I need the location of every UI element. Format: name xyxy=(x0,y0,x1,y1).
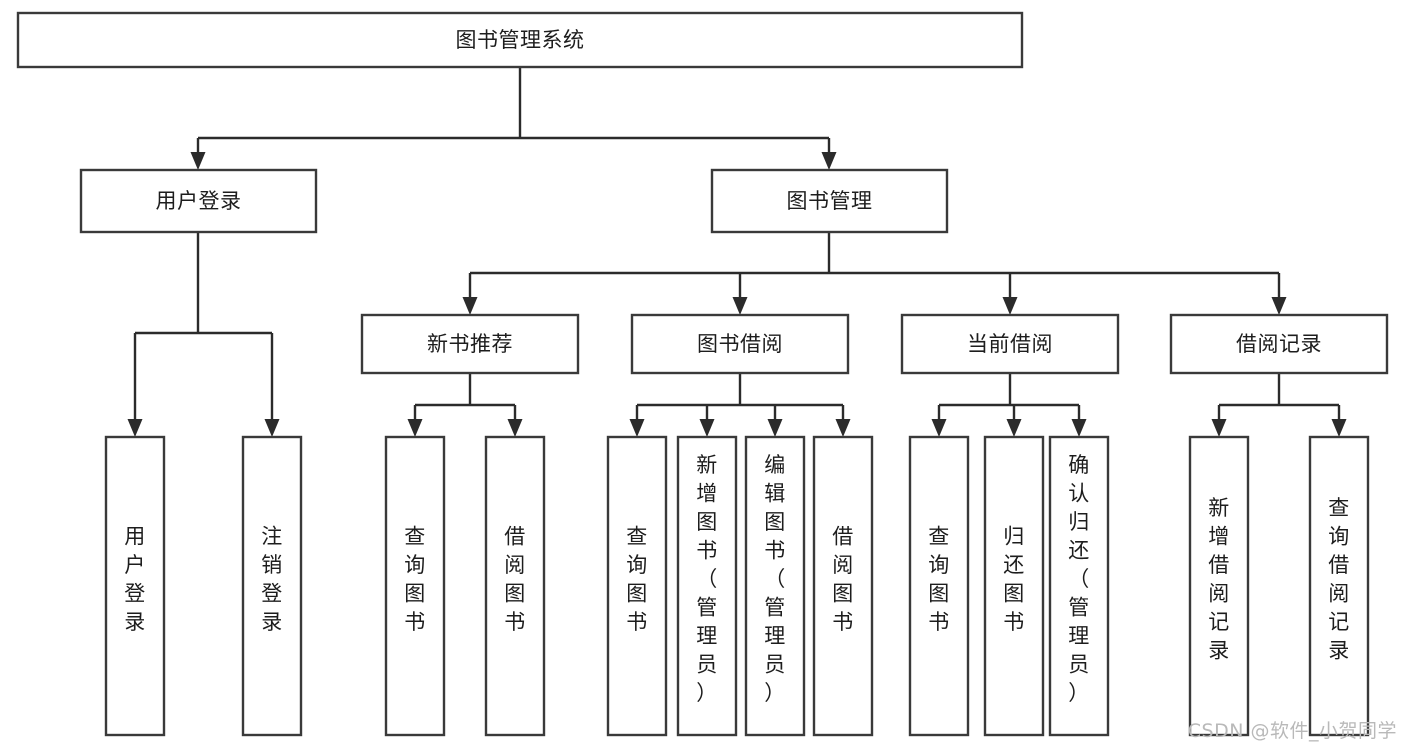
node-label: 图书管理系统 xyxy=(456,28,585,52)
arrow-head-icon xyxy=(190,152,206,170)
arrow-head-icon xyxy=(127,419,143,437)
node-user-login[interactable]: 用户登录 xyxy=(79,168,318,234)
arrow-head-icon xyxy=(629,419,645,437)
node-leaf-user-login[interactable]: 用户登录 xyxy=(104,435,166,737)
node-box[interactable] xyxy=(484,435,546,737)
arrow-head-icon xyxy=(1002,297,1018,315)
arrow-head-icon xyxy=(767,419,783,437)
node-label: 用户登录 xyxy=(124,524,146,634)
arrow-head-icon xyxy=(1211,419,1227,437)
node-new-book-rec[interactable]: 新书推荐 xyxy=(360,313,580,375)
connector-group-new-book-rec xyxy=(407,373,523,437)
node-box[interactable] xyxy=(241,435,303,737)
node-box[interactable] xyxy=(1308,435,1370,737)
node-box[interactable] xyxy=(104,435,166,737)
node-label: 图书借阅 xyxy=(697,332,783,356)
node-label: 注销登录 xyxy=(261,524,283,634)
node-box[interactable] xyxy=(744,435,806,737)
arrow-head-icon xyxy=(835,419,851,437)
node-current-borrow[interactable]: 当前借阅 xyxy=(900,313,1120,375)
node-leaf-query-book-2[interactable]: 查询图书 xyxy=(606,435,668,737)
arrow-head-icon xyxy=(821,152,837,170)
connector-group-book-manage xyxy=(462,232,1287,315)
node-label: 图书管理 xyxy=(787,189,873,213)
node-label: 借阅图书 xyxy=(832,524,854,634)
arrow-head-icon xyxy=(1331,419,1347,437)
node-label: 归还图书 xyxy=(1003,524,1025,634)
connector-group-user-login xyxy=(127,232,280,437)
arrow-head-icon xyxy=(462,297,478,315)
node-label: 借阅记录 xyxy=(1236,332,1322,356)
node-book-manage[interactable]: 图书管理 xyxy=(710,168,949,234)
arrow-head-icon xyxy=(732,297,748,315)
node-leaf-borrow-book-2[interactable]: 借阅图书 xyxy=(812,435,874,737)
node-layer: 图书管理系统用户登录图书管理新书推荐图书借阅当前借阅借阅记录用户登录注销登录查询… xyxy=(16,11,1389,737)
node-label: 借阅图书 xyxy=(504,524,526,634)
node-box[interactable] xyxy=(1169,313,1389,375)
csdn-watermark: CSDN @软件_小贺同学 xyxy=(1187,720,1397,742)
node-leaf-query-book-3[interactable]: 查询图书 xyxy=(908,435,970,737)
node-box[interactable] xyxy=(1188,435,1250,737)
node-box[interactable] xyxy=(710,168,949,234)
node-box[interactable] xyxy=(1048,435,1110,737)
node-leaf-query-record[interactable]: 查询借阅记录 xyxy=(1308,435,1370,737)
node-label: 新书推荐 xyxy=(427,332,513,356)
connector-group-borrow-record xyxy=(1211,373,1347,437)
arrow-head-icon xyxy=(264,419,280,437)
connector-layer xyxy=(127,67,1347,437)
arrow-head-icon xyxy=(699,419,715,437)
node-root[interactable]: 图书管理系统 xyxy=(16,11,1024,69)
node-leaf-add-book[interactable]: 新增图书（管理员） xyxy=(676,435,738,737)
node-label: 新增借阅记录 xyxy=(1208,496,1230,663)
node-leaf-borrow-book-1[interactable]: 借阅图书 xyxy=(484,435,546,737)
node-box[interactable] xyxy=(900,313,1120,375)
node-box[interactable] xyxy=(79,168,318,234)
node-label: 查询图书 xyxy=(928,524,950,634)
node-box[interactable] xyxy=(16,11,1024,69)
node-box[interactable] xyxy=(630,313,850,375)
node-book-borrow[interactable]: 图书借阅 xyxy=(630,313,850,375)
node-box[interactable] xyxy=(676,435,738,737)
node-leaf-query-book-1[interactable]: 查询图书 xyxy=(384,435,446,737)
node-box[interactable] xyxy=(983,435,1045,737)
node-leaf-logout[interactable]: 注销登录 xyxy=(241,435,303,737)
node-box[interactable] xyxy=(606,435,668,737)
arrow-head-icon xyxy=(407,419,423,437)
arrow-head-icon xyxy=(1271,297,1287,315)
node-box[interactable] xyxy=(384,435,446,737)
node-box[interactable] xyxy=(908,435,970,737)
node-label: 确认归还（管理员） xyxy=(1068,453,1090,705)
node-label: 用户登录 xyxy=(156,189,242,213)
node-label: 查询图书 xyxy=(626,524,648,634)
node-label: 新增图书（管理员） xyxy=(696,453,718,705)
arrow-head-icon xyxy=(507,419,523,437)
connector-group-root xyxy=(190,67,837,170)
node-label: 查询图书 xyxy=(404,524,426,634)
connector-group-current-borrow xyxy=(931,373,1087,437)
node-borrow-record[interactable]: 借阅记录 xyxy=(1169,313,1389,375)
node-box[interactable] xyxy=(360,313,580,375)
node-leaf-return-book[interactable]: 归还图书 xyxy=(983,435,1045,737)
node-label: 查询借阅记录 xyxy=(1328,496,1350,663)
arrow-head-icon xyxy=(931,419,947,437)
node-leaf-edit-book[interactable]: 编辑图书（管理员） xyxy=(744,435,806,737)
node-leaf-add-record[interactable]: 新增借阅记录 xyxy=(1188,435,1250,737)
node-leaf-confirm-return[interactable]: 确认归还（管理员） xyxy=(1048,435,1110,737)
connector-group-book-borrow xyxy=(629,373,851,437)
node-label: 编辑图书（管理员） xyxy=(764,453,786,705)
node-label: 当前借阅 xyxy=(967,332,1053,356)
arrow-head-icon xyxy=(1006,419,1022,437)
node-box[interactable] xyxy=(812,435,874,737)
arrow-head-icon xyxy=(1071,419,1087,437)
